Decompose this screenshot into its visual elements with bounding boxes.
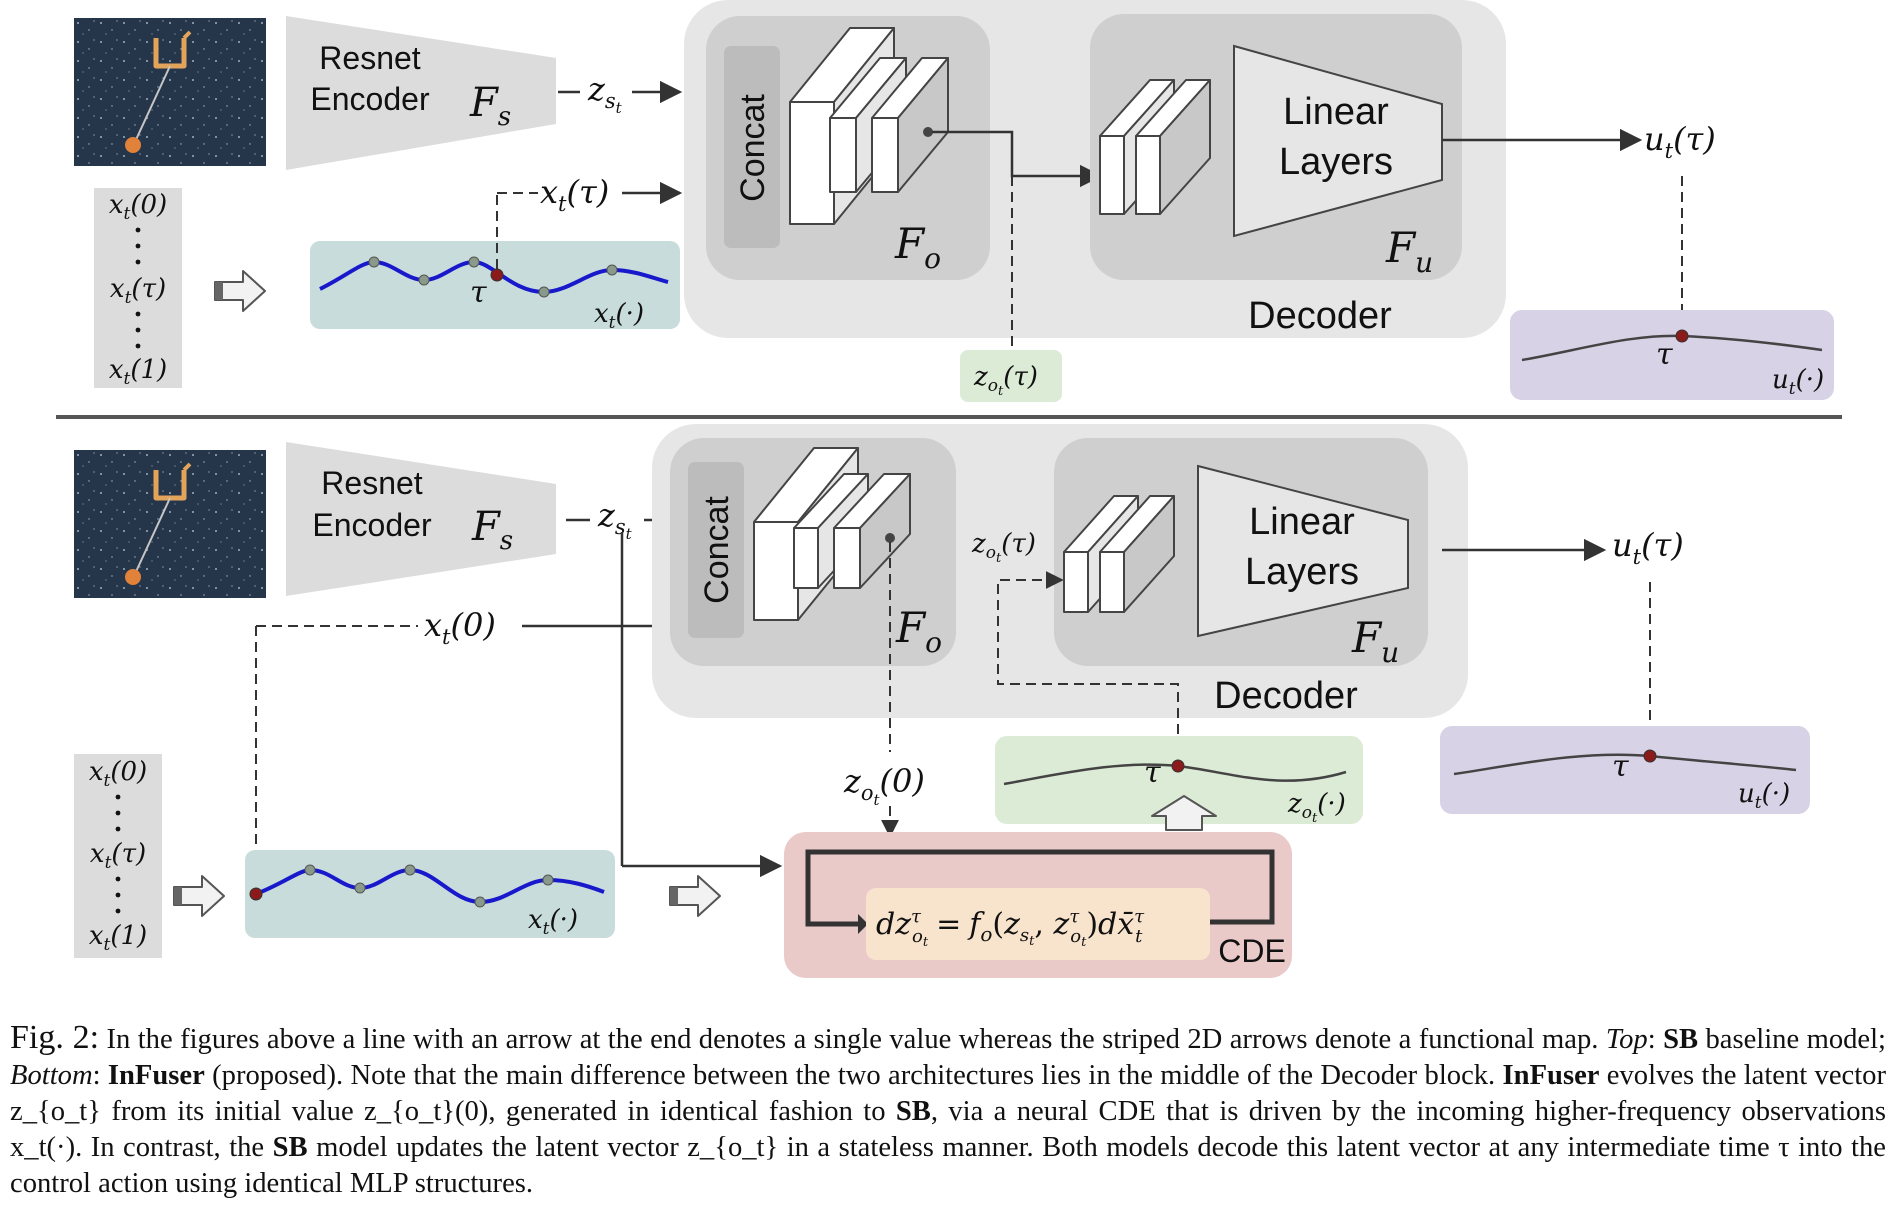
fu-layers [1099,79,1211,215]
caption-bottom-label: Bottom [10,1060,93,1091]
fo-to-fu-arrow [932,130,1103,188]
caption-infuser-1: InFuser [107,1060,205,1091]
output-panel-2 [1440,726,1810,814]
infuser-diagram: Resnet Encoder Fs zst xt(0) xt(0) xt(τ) … [74,424,1810,978]
obs-xtau-b: xt(τ) [90,839,146,873]
xt-dot-label: xt(·) [594,299,644,333]
functional-map-arrow [214,270,266,312]
functional-map-arrow-3 [669,875,721,917]
output-tau-point-2 [1643,749,1657,763]
obs-x0: xt(0) [109,190,167,224]
concat-label: Concat [734,94,772,202]
linear-layers-trapezoid [1233,44,1443,238]
zs-label-2: zst [597,496,633,543]
xt0-label: xt(0) [424,606,496,649]
xt-dot-label-2: xt(·) [528,905,578,939]
obs-x1: xt(1) [109,355,167,389]
ut-dot-label-2: ut(·) [1738,779,1790,813]
concat-label-2: Concat [698,496,736,604]
pendulum-image-2 [74,450,266,598]
caption-baseline: baseline model; [1705,1024,1886,1055]
figure-number: Fig. 2: [10,1019,100,1056]
caption-sentence-1: In the figures above a line with an arro… [106,1024,1599,1055]
ut-tau-label: ut(τ) [1644,120,1716,163]
zo-tau-box [960,350,1062,402]
fo-output-dot [923,127,933,137]
observation-list-2: xt(0) xt(τ) xt(1) [74,754,162,958]
ut-tau-label-2: ut(τ) [1612,526,1684,569]
sample-points-2 [304,864,554,908]
caption-infuser-2: InFuser [1502,1060,1600,1091]
signal-panel-2 [245,850,615,938]
resnet-encoder-block-2 [286,442,556,596]
figure-caption: Fig. 2: In the figures above a line with… [10,1019,1886,1200]
fu-layers-2 [1063,495,1175,613]
fo-layers-2 [753,447,911,621]
latent-tau-label: τ [1144,755,1161,790]
linear-label-2: Layers [1279,141,1393,183]
linear-label-2-b: Layers [1245,551,1359,593]
architecture-figure: Resnet Encoder Fs zst xt(0) xt(τ) xt(1) … [56,0,1842,978]
linear-label-1: Linear [1283,91,1389,133]
signal-panel [310,241,680,329]
zo0-label: zot(0) [843,762,925,809]
caption-sentence-3: evolves the latent vector z_{o_t} from i… [10,1060,1886,1127]
tau-point [490,268,504,282]
encoder-label-1-b: Resnet [321,465,423,501]
linear-layers-trapezoid-2 [1197,464,1409,638]
observation-list: xt(0) xt(τ) xt(1) [94,188,182,389]
functional-map-arrow-2 [173,875,225,917]
obs-x0-b: xt(0) [89,757,147,791]
linear-label-1-b: Linear [1249,501,1355,543]
caption-sb-2: SB [895,1096,931,1127]
sample-points [368,256,618,298]
concat-bar-2 [688,462,744,638]
output-tau-point [1675,329,1689,343]
caption-sentence-5: model updates the latent vector z_{o_t} … [10,1132,1886,1199]
ut-dot-label: ut(·) [1772,365,1824,399]
pendulum-image [74,18,266,166]
encoder-label-2-b: Encoder [312,507,432,543]
cde-to-latent-arrow [1151,795,1217,831]
obs-xtau: xt(τ) [110,274,166,308]
tau-label: τ [470,275,487,310]
obs-x1-b: xt(1) [89,921,147,955]
output-panel [1510,310,1834,400]
output-tau-label-2: τ [1612,749,1629,784]
caption-sentence-4: , via a neural CDE that is driven by the… [10,1096,1886,1163]
sb-baseline-diagram: Resnet Encoder Fs zst xt(0) xt(τ) xt(1) … [74,0,1834,402]
zs-label: zst [587,70,623,117]
fo-layers [789,27,949,225]
caption-top-label: Top [1605,1024,1648,1055]
encoder-label-1: Resnet [319,40,421,76]
cde-equation-box [866,888,1210,960]
caption-proposed: (proposed). Note that the main differenc… [212,1060,1496,1091]
caption-sb-3: SB [272,1132,308,1163]
x0-point [249,887,263,901]
decoder-label: Decoder [1248,295,1392,337]
latent-tau-point [1171,759,1185,773]
decoder-label-2: Decoder [1214,675,1358,717]
concat-bar [724,46,780,248]
caption-sb-1: SB [1663,1024,1699,1055]
zo-tau-feedback [997,571,1179,766]
latent-panel [995,736,1363,824]
fo-output-dot-2 [885,533,895,543]
xt-tau-label: xt(τ) [540,173,609,216]
cde-loop [805,849,1275,927]
cde-loop-arrowhead [858,914,868,934]
resnet-encoder-block [286,16,556,170]
encoder-label-2: Encoder [310,81,430,117]
cde-label: CDE [1218,933,1286,969]
output-tau-label: τ [1656,337,1673,372]
